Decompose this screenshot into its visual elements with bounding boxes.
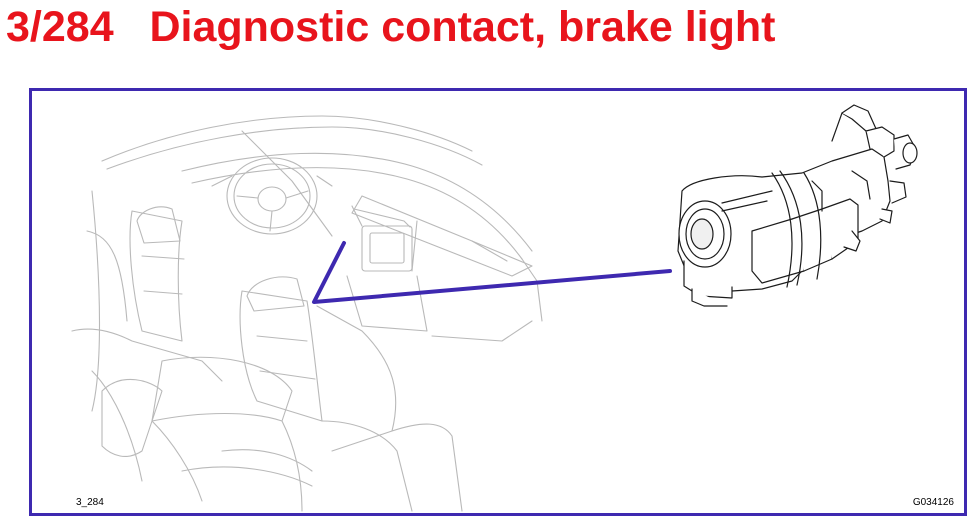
- car-interior-drawing: [71, 115, 543, 512]
- illustration: [71, 104, 918, 512]
- leader-line: [312, 241, 672, 304]
- figure-frame: 3_284 G034126: [29, 88, 967, 516]
- figure-ref-left: 3_284: [76, 497, 104, 508]
- figure-ref-right: G034126: [912, 497, 954, 508]
- brake-light-switch-drawing: [677, 104, 918, 307]
- page-title: 3/284 Diagnostic contact, brake light: [6, 3, 776, 51]
